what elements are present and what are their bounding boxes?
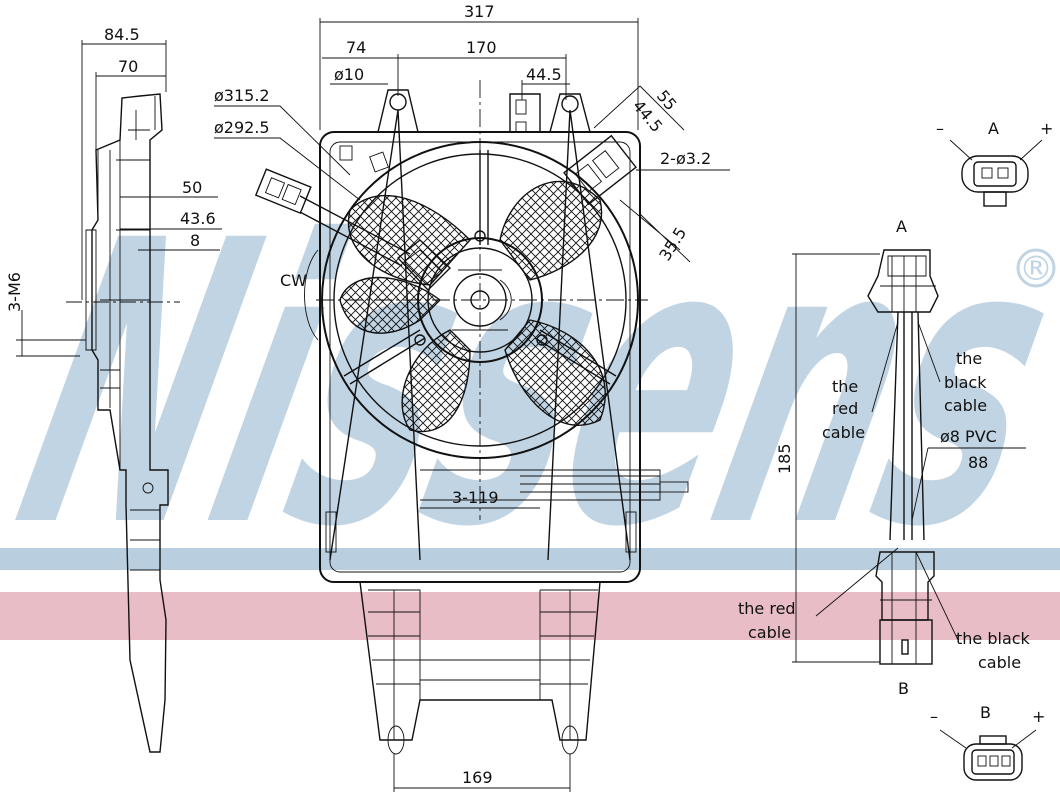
connector-b-minus: –: [930, 707, 938, 726]
dim-170: 170: [466, 38, 497, 57]
dim-169: 169: [462, 768, 493, 787]
connector-a-letter: A: [988, 119, 999, 138]
cable-assembly: A B 185 the red cable the black cable ø8…: [738, 217, 1031, 698]
registered-mark: ®: [1019, 249, 1053, 289]
connector-b-letter: B: [980, 703, 991, 722]
dim-dia-292-5: ø292.5: [214, 118, 270, 137]
dim-8: 8: [190, 231, 200, 250]
connector-b-face: – B +: [930, 703, 1045, 781]
front-view: [254, 80, 689, 755]
side-view: 84.5 70 50 43.6 8 3-M6: [5, 25, 222, 753]
label-black-top-3: cable: [944, 396, 987, 415]
dim-50: 50: [182, 178, 202, 197]
fan-blades: [339, 180, 606, 433]
watermark-band-blue: [0, 548, 1060, 570]
connector-a-minus: –: [936, 119, 944, 138]
shroud-legs: [359, 581, 601, 741]
dim-44-5-top: 44.5: [526, 65, 562, 84]
dim-dia-10: ø10: [334, 65, 364, 84]
label-red-top-2: red: [832, 399, 858, 418]
label-black-top-1: the: [956, 349, 982, 368]
fan-plug: [254, 168, 312, 215]
dim-3-119: 3-119: [452, 488, 499, 507]
side-shroud-outline: [91, 93, 169, 753]
label-pvc: ø8 PVC: [940, 427, 997, 446]
cable-end-a: A: [896, 217, 907, 236]
dim-70: 70: [118, 57, 138, 76]
label-black-bottom-2: cable: [978, 653, 1021, 672]
dim-3-m6: 3-M6: [5, 272, 24, 312]
dim-84-5: 84.5: [104, 25, 140, 44]
dim-317: 317: [464, 2, 495, 21]
dim-185: 185: [775, 443, 794, 474]
cable-end-b: B: [898, 679, 909, 698]
rotation-cw: CW: [280, 271, 307, 290]
registered-mark-circle: [1016, 248, 1056, 288]
label-red-top-1: the: [832, 377, 858, 396]
connector-a-plus: +: [1040, 119, 1053, 138]
dim-74: 74: [346, 38, 366, 57]
fan-cable: [299, 195, 411, 267]
dim-55: 55: [653, 86, 681, 114]
label-red-bottom-1: the red: [738, 599, 796, 618]
label-red-top-3: cable: [822, 423, 865, 442]
label-black-bottom-1: the black: [956, 629, 1031, 648]
dim-dia-315-2: ø315.2: [214, 86, 270, 105]
label-black-top-2: black: [944, 373, 987, 392]
shroud-connector: [563, 134, 637, 206]
connector-a-face: – A +: [936, 119, 1053, 207]
label-red-bottom-2: cable: [748, 623, 791, 642]
dim-2-dia-3-2: 2-ø3.2: [660, 149, 711, 168]
connector-b-plus: +: [1032, 707, 1045, 726]
dim-43-6: 43.6: [180, 209, 216, 228]
label-88: 88: [968, 453, 988, 472]
